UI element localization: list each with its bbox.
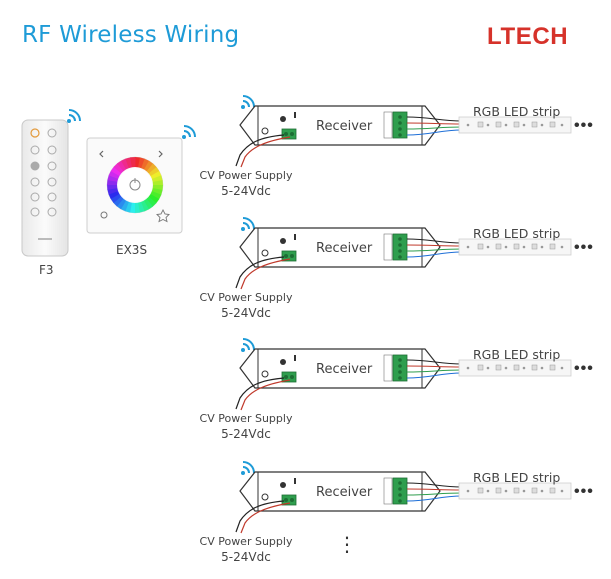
star-icon — [156, 208, 170, 223]
receiver-label: Receiver — [316, 119, 373, 134]
power-supply-voltage: 5-24Vdc — [221, 427, 271, 441]
chevron-right-icon — [158, 150, 163, 158]
output-terminal — [392, 111, 408, 139]
led-strip-label: RGB LED strip — [473, 226, 561, 241]
output-terminal — [392, 477, 408, 505]
wifi-signal-icon — [182, 125, 196, 139]
color-wheel — [107, 157, 163, 213]
power-supply-type: CV Power Supply — [199, 412, 293, 425]
power-supply-type: CV Power Supply — [199, 535, 293, 548]
power-supply-label: CV Power Supply 5-24Vdc — [198, 412, 294, 441]
gear-icon — [100, 211, 108, 219]
power-terminal — [281, 250, 297, 262]
power-supply-voltage: 5-24Vdc — [221, 184, 271, 198]
receiver-label: Receiver — [316, 241, 373, 256]
receiver-label: Receiver — [316, 362, 373, 377]
wifi-signal-icon — [67, 109, 81, 123]
power-supply-voltage: 5-24Vdc — [221, 550, 271, 564]
strip-continuation: ••• — [574, 483, 594, 500]
power-supply-label: CV Power Supply 5-24Vdc — [198, 169, 294, 198]
power-supply-voltage: 5-24Vdc — [221, 306, 271, 320]
wifi-signal-icon — [241, 95, 255, 109]
ex3s-panel — [86, 137, 183, 234]
more-receivers-indicator: ⋮ — [337, 534, 357, 556]
power-terminal — [281, 494, 297, 506]
page-title: RF Wireless Wiring — [22, 22, 240, 48]
chevron-left-icon — [99, 150, 104, 158]
strip-continuation: ••• — [574, 117, 594, 134]
output-terminal — [392, 233, 408, 261]
f3-label: F3 — [39, 263, 54, 277]
strip-continuation: ••• — [574, 360, 594, 377]
f3-remote — [21, 119, 69, 257]
led-strip-label: RGB LED strip — [473, 347, 561, 362]
power-supply-type: CV Power Supply — [199, 169, 293, 182]
wifi-signal-icon — [241, 217, 255, 231]
power-supply-label: CV Power Supply 5-24Vdc — [198, 291, 294, 320]
ex3s-label: EX3S — [116, 243, 148, 257]
power-supply-type: CV Power Supply — [199, 291, 293, 304]
strip-continuation: ••• — [574, 239, 594, 256]
wifi-signal-icon — [241, 461, 255, 475]
wifi-signal-icon — [241, 338, 255, 352]
receiver-label: Receiver — [316, 485, 373, 500]
power-terminal — [281, 128, 297, 140]
power-supply-label: CV Power Supply 5-24Vdc — [198, 535, 294, 564]
led-strip-label: RGB LED strip — [473, 104, 561, 119]
power-terminal — [281, 371, 297, 383]
led-strip-label: RGB LED strip — [473, 470, 561, 485]
brand-logo: LTECH — [487, 23, 569, 50]
output-terminal — [392, 354, 408, 382]
